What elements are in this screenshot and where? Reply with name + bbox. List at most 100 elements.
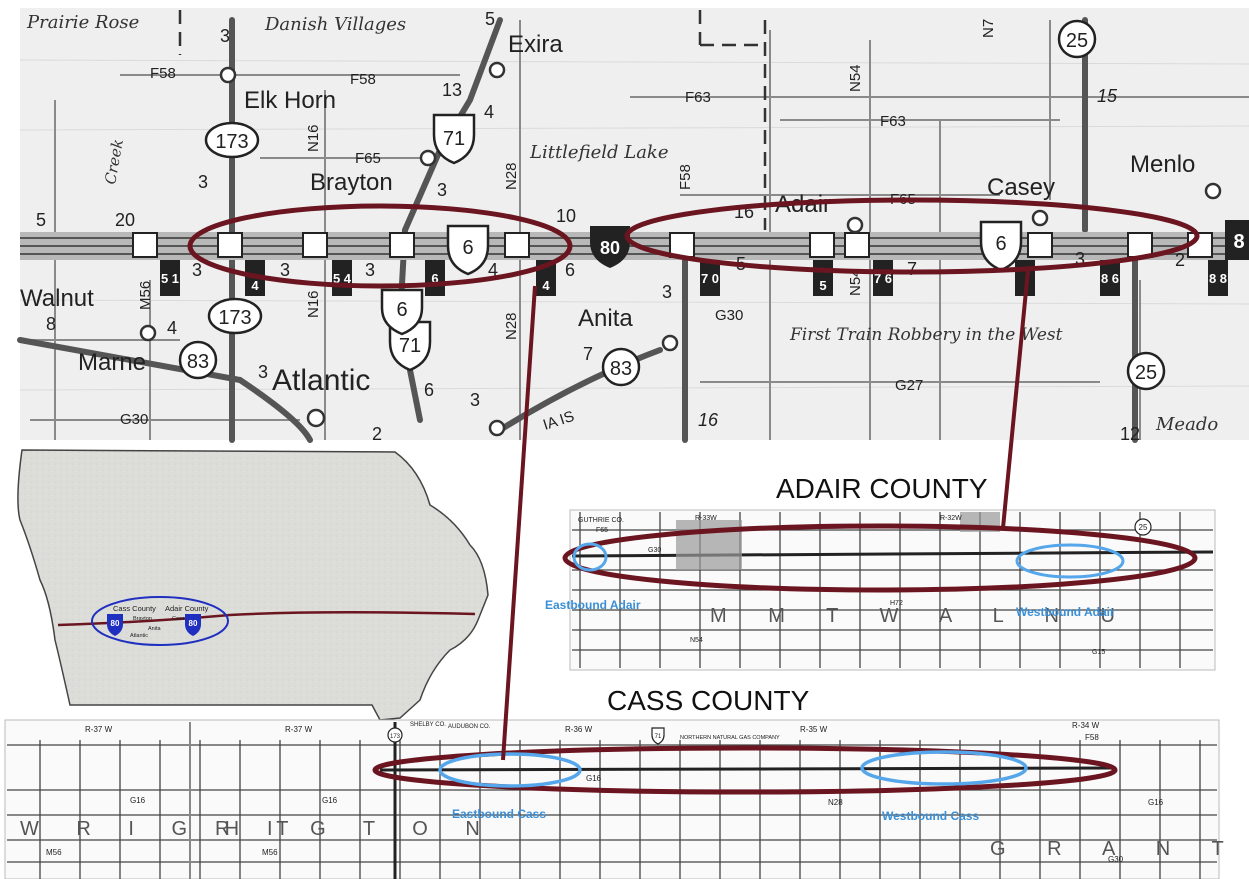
westbound-adair-label: Westbound Adair [1016, 605, 1115, 619]
svg-text:25: 25 [1139, 523, 1148, 532]
svg-text:R-33W: R-33W [695, 515, 717, 522]
svg-text:G16: G16 [322, 796, 338, 805]
iowa-inset-map: Cass County Adair County Brayton Casey A… [17, 449, 489, 721]
svg-text:16: 16 [698, 410, 719, 430]
svg-text:M56: M56 [46, 848, 62, 857]
cass-grid [7, 740, 1217, 879]
svg-text:GUTHRIE CO.: GUTHRIE CO. [578, 517, 624, 524]
svg-text:3: 3 [220, 26, 230, 46]
svg-text:N28: N28 [503, 162, 520, 190]
svg-text:5: 5 [485, 9, 495, 29]
svg-text:N7: N7 [980, 19, 997, 38]
eastbound-adair-label: Eastbound Adair [545, 598, 641, 612]
westbound-cass-label: Westbound Cass [882, 809, 979, 823]
svg-text:25: 25 [1135, 362, 1157, 384]
adair-labels: GUTHRIE CO. R-33W R-32W F65 G30 N54 H72 … [578, 515, 1105, 656]
ia-83-shield: 83 [601, 347, 641, 387]
cass-ia173-shield [387, 727, 403, 743]
town-danish-villages: Danish Villages [264, 14, 406, 35]
adair-county-map: ADAIR COUNTY [545, 473, 1216, 671]
svg-text:3: 3 [258, 362, 268, 382]
town-anita: Anita [578, 305, 633, 332]
svg-text:173: 173 [390, 734, 401, 740]
town-elk-horn: Elk Horn [244, 87, 336, 114]
svg-text:F63: F63 [880, 113, 906, 130]
connector-lines [501, 269, 1030, 761]
inset-i80-shield-left: 80 [107, 614, 123, 636]
svg-text:2: 2 [372, 424, 382, 444]
interchanges [132, 232, 1213, 258]
svg-text:G16: G16 [586, 774, 602, 783]
cass-county-map: CASS COUNTY [4, 685, 1242, 879]
town-meadow: Meado [1155, 414, 1218, 435]
svg-text:8: 8 [46, 314, 56, 334]
inset-highlight-oval [91, 596, 229, 646]
adair-maroon-oval [562, 523, 1198, 593]
exit-number: 4 [542, 278, 550, 293]
eastbound-cass-oval [438, 752, 582, 788]
svg-text:G16: G16 [130, 796, 146, 805]
cass-township-2: R I G T O N [215, 818, 496, 840]
svg-text:7: 7 [583, 344, 593, 364]
svg-text:N54: N54 [847, 268, 864, 296]
adair-county-title: ADAIR COUNTY [776, 473, 988, 504]
svg-text:N54: N54 [690, 637, 703, 644]
connector-adair [1001, 269, 1030, 529]
us-71-shield: 71 [432, 113, 476, 165]
svg-text:2: 2 [1175, 250, 1185, 270]
adair-township-letters: M M T W A L N U [710, 605, 1133, 627]
exit-number: 8 6 [1101, 271, 1119, 286]
svg-text:N16: N16 [305, 124, 322, 152]
svg-text:71: 71 [655, 734, 662, 740]
svg-text:15: 15 [1097, 86, 1118, 106]
county-lines [178, 10, 767, 230]
westbound-adair-oval [1015, 543, 1125, 579]
svg-text:173: 173 [215, 131, 248, 153]
svg-text:F58: F58 [150, 65, 176, 82]
cass-township-grant: G R A N T [990, 838, 1242, 860]
svg-text:25: 25 [1066, 30, 1088, 52]
svg-text:Brayton: Brayton [133, 616, 152, 622]
cass-us71-shield [651, 727, 665, 745]
svg-text:F58: F58 [1085, 733, 1099, 742]
exit-number: 5 [819, 278, 826, 293]
svg-text:G30: G30 [648, 547, 661, 554]
svg-text:80: 80 [111, 619, 120, 628]
svg-text:6: 6 [424, 380, 434, 400]
exit-numbers: 5 1 4 5 4 6 4 7 0 5 7 6 8 6 8 8 [161, 271, 1227, 293]
svg-text:4: 4 [488, 260, 498, 280]
county-road-labels: F58 F58 F63 F63 F65 F65 G30 G30 G27 IA I… [120, 19, 997, 434]
svg-text:M56: M56 [262, 848, 278, 857]
cass-labels: R-37 W R-37 W R-36 W R-35 W R-34 W SHELB… [46, 721, 1164, 864]
town-labels: Exira Elk Horn Brayton Adair Casey Menlo… [20, 31, 1195, 397]
svg-text:7: 7 [907, 259, 917, 279]
svg-text:3: 3 [662, 282, 672, 302]
westbound-cass-oval [860, 750, 1028, 786]
exit-number: 8 8 [1209, 271, 1227, 286]
svg-text:M56: M56 [137, 281, 154, 310]
svg-text:N16: N16 [305, 290, 322, 318]
town-atlantic: Atlantic [272, 364, 370, 397]
cass-i80 [379, 766, 1116, 772]
svg-text:R-35 W: R-35 W [800, 725, 828, 734]
svg-text:G16: G16 [1148, 798, 1164, 807]
exit-number: 7 6 [874, 271, 892, 286]
exit-number: 4 [251, 278, 259, 293]
svg-text:4: 4 [484, 102, 494, 122]
svg-text:5: 5 [36, 210, 46, 230]
town-walnut: Walnut [20, 285, 94, 312]
svg-text:G30: G30 [715, 307, 743, 324]
svg-text:6: 6 [565, 260, 575, 280]
adair-i80-oval [624, 197, 1200, 275]
svg-text:Anita: Anita [148, 626, 161, 632]
county-road-grid [30, 20, 1249, 440]
inset-labels: Cass County Adair County Brayton Casey A… [113, 604, 209, 639]
svg-text:R-32W: R-32W [940, 515, 962, 522]
svg-text:F63: F63 [685, 89, 711, 106]
town-markers [139, 61, 1222, 437]
ia-25-shield: 25 [1126, 351, 1166, 391]
town-brayton: Brayton [310, 169, 393, 196]
eastbound-cass-label: Eastbound Cass [452, 807, 546, 821]
svg-text:4: 4 [167, 318, 177, 338]
